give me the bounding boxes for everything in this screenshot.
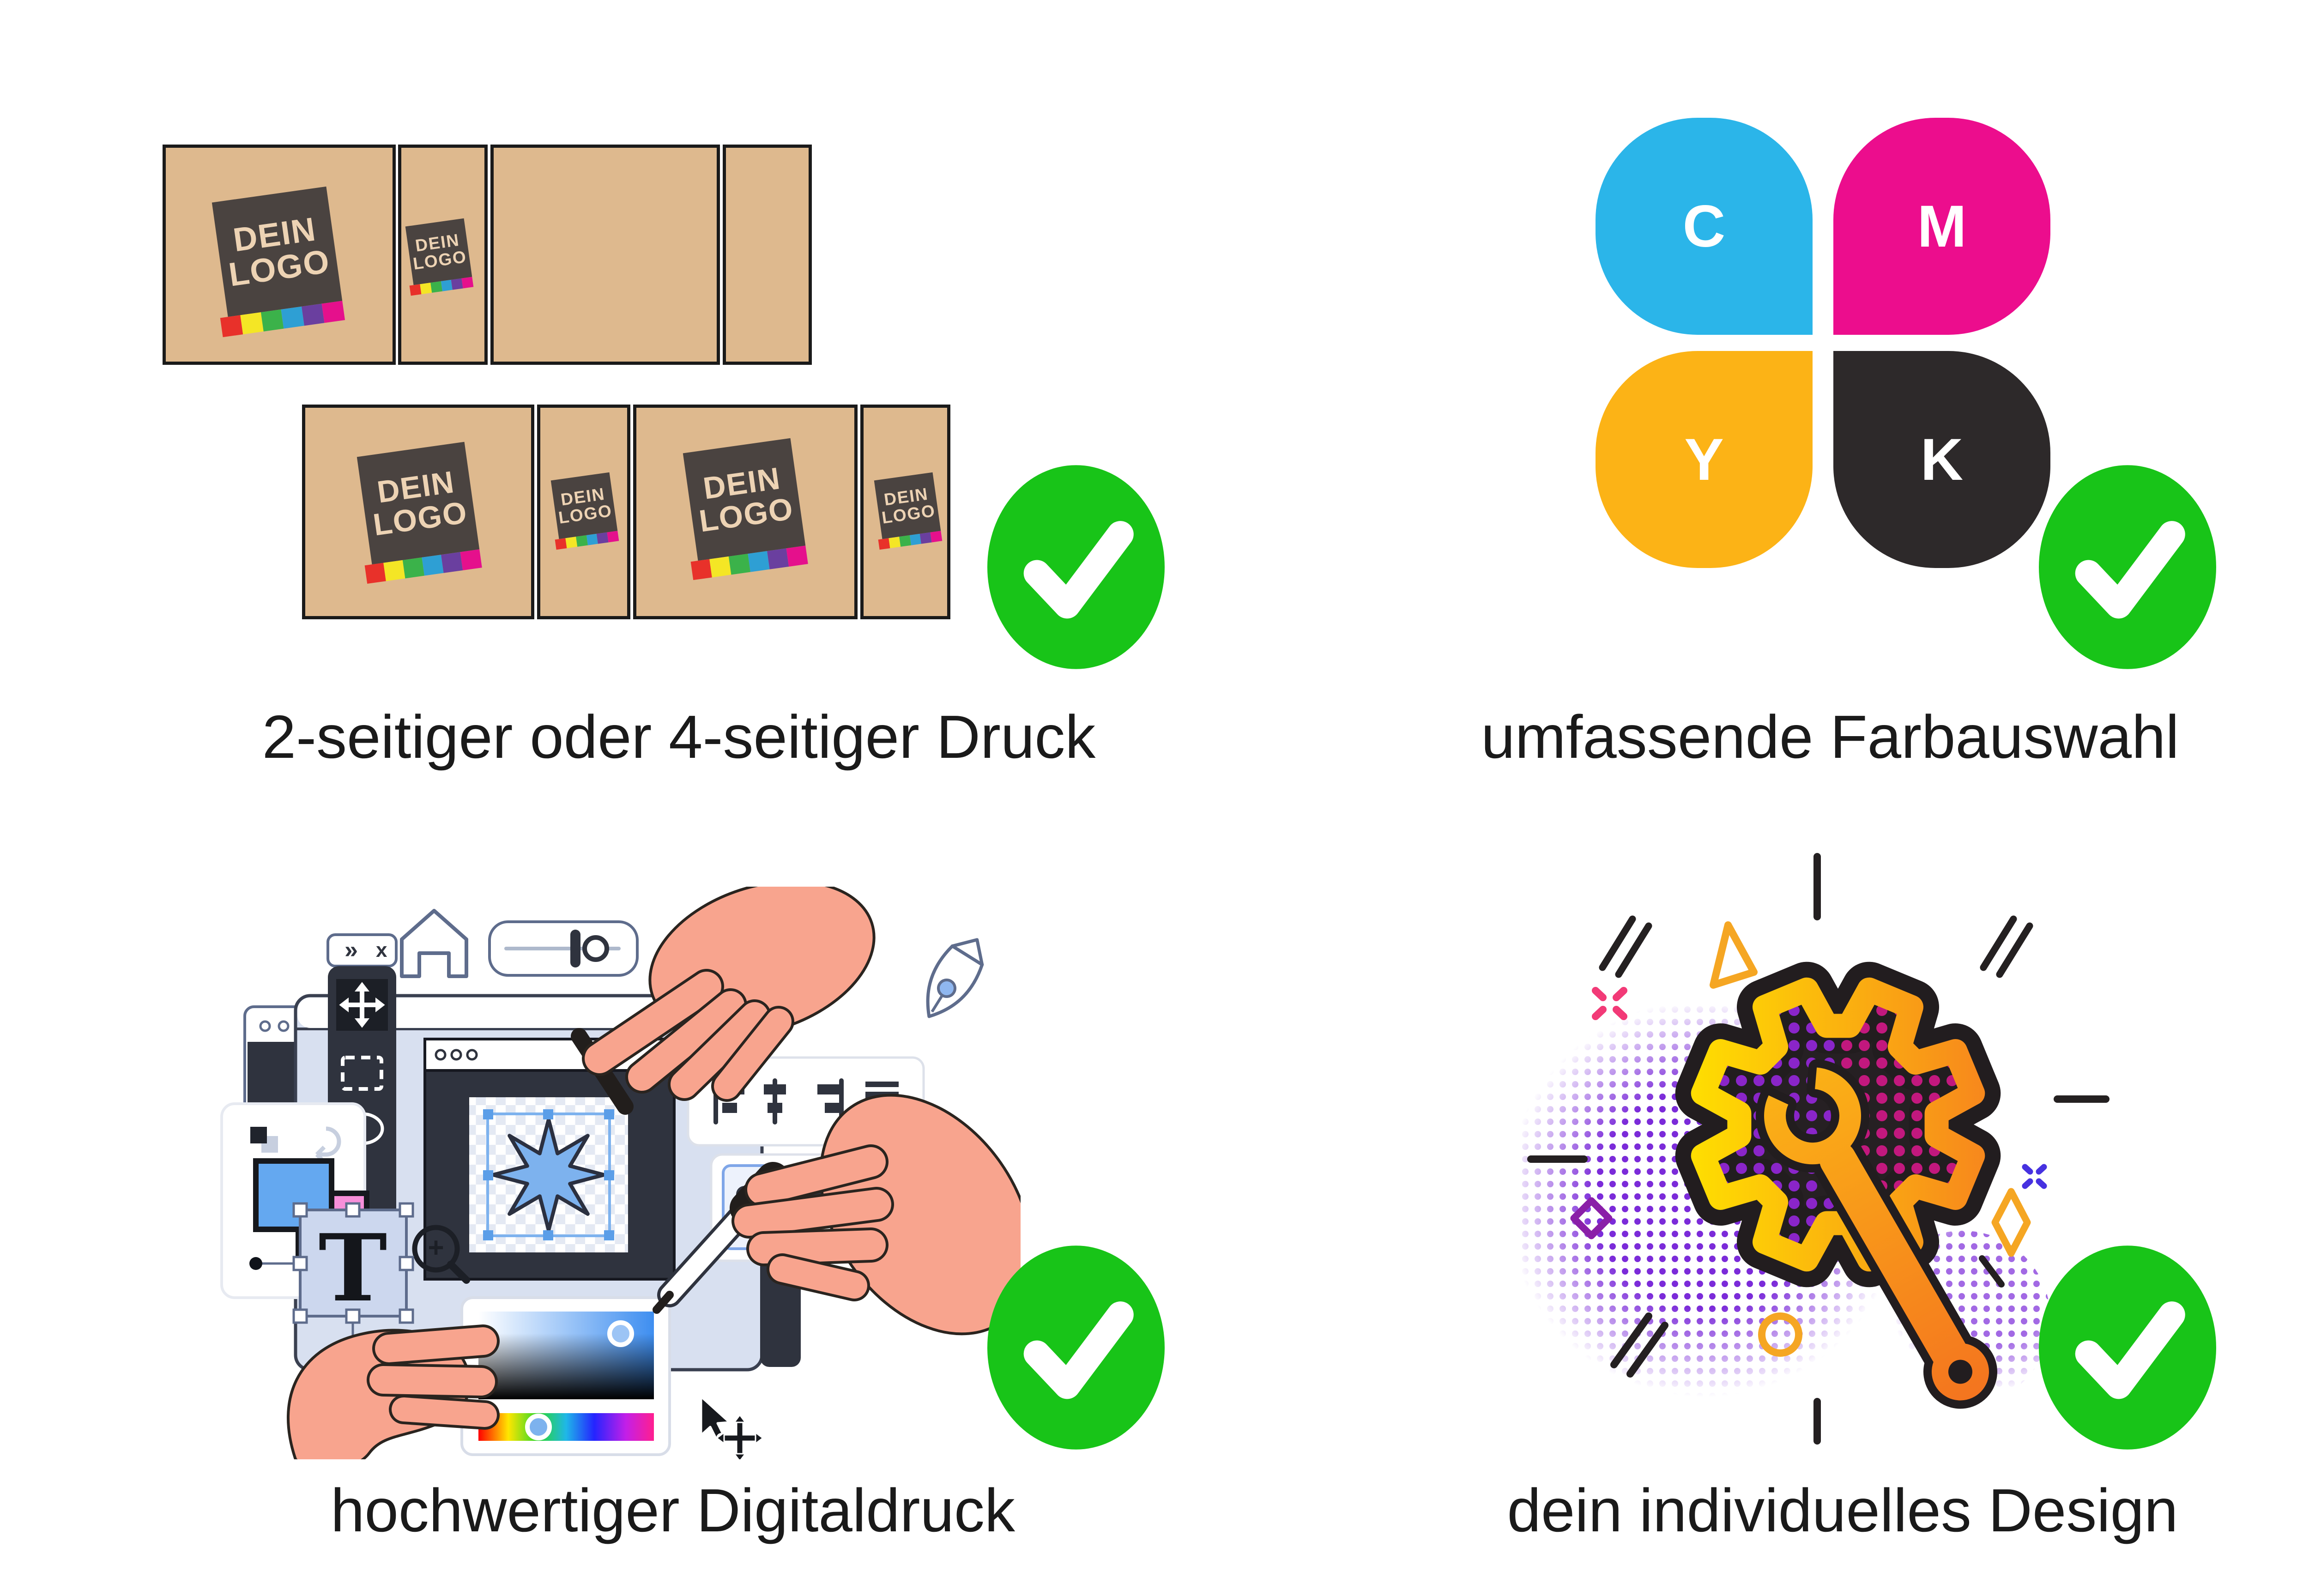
double-slash-bottom-left xyxy=(1610,1312,1668,1378)
collapse-icon: » xyxy=(345,937,358,963)
text-tool-glyph: T xyxy=(319,1214,387,1323)
pink-x-sparkle xyxy=(1592,987,1627,1020)
slider-control xyxy=(488,920,639,977)
text-selection-handles xyxy=(292,1202,414,1324)
yellow-ring xyxy=(1758,1312,1802,1357)
wrench-icon xyxy=(1751,1057,2017,1421)
pen-tool-icon xyxy=(926,938,984,1018)
check-icon xyxy=(2039,465,2216,669)
cmyk-cyan-petal: C xyxy=(1596,118,1813,335)
blue-x-sparkle xyxy=(2022,1164,2047,1189)
move-cursor-icon xyxy=(715,1414,764,1459)
design-tool-illustration: » x xyxy=(220,887,1021,1459)
cmyk-letter: M xyxy=(1917,193,1967,260)
dein-logo: DEIN LOGO xyxy=(874,472,943,550)
caption-print-sides: 2-seitiger oder 4-seitiger Druck xyxy=(262,703,1096,771)
caption-digital-print: hochwertiger Digitaldruck xyxy=(331,1476,1015,1544)
double-slash-top-right xyxy=(1980,915,2033,978)
orange-diamond xyxy=(1991,1188,2031,1257)
dein-logo: DEIN LOGO xyxy=(683,438,808,580)
home-icon xyxy=(400,909,468,978)
zoom-plus-glyph: + xyxy=(428,1232,444,1263)
check-icon xyxy=(2039,1245,2216,1450)
window-dot-icon xyxy=(259,1020,271,1032)
cmyk-letter: Y xyxy=(1684,426,1724,493)
window-dot-icon xyxy=(278,1020,290,1032)
picker-selector xyxy=(607,1320,634,1347)
dein-logo: DEIN LOGO xyxy=(550,472,619,550)
caption-custom-design: dein individuelles Design xyxy=(1507,1476,2178,1544)
cmyk-yellow-petal: Y xyxy=(1596,351,1813,568)
box-panel xyxy=(723,145,812,365)
hue-bar xyxy=(478,1413,654,1441)
cmyk-letter: C xyxy=(1682,193,1726,260)
selection-handles xyxy=(483,1109,614,1240)
dein-logo: DEIN LOGO xyxy=(405,218,474,296)
double-slash-top-left xyxy=(1599,915,1652,978)
check-icon xyxy=(987,465,1165,669)
top-hand xyxy=(571,887,876,1115)
cmyk-flower-icon: C M Y K xyxy=(1596,118,2050,568)
zoom-icon: + xyxy=(412,1225,470,1284)
star-shape xyxy=(491,1118,606,1232)
left-hand xyxy=(287,1324,500,1459)
dein-logo: DEIN LOGO xyxy=(212,186,345,338)
custom-design-illustration xyxy=(1519,853,2110,1445)
box-panel xyxy=(490,145,720,365)
purple-diamond xyxy=(1570,1197,1613,1239)
cmyk-magenta-petal: M xyxy=(1833,118,2050,335)
close-icon: x xyxy=(376,939,387,961)
wrench-hole xyxy=(1948,1360,1972,1384)
yellow-triangle xyxy=(1710,921,1758,989)
cursor-icon xyxy=(700,1395,764,1459)
hue-selector xyxy=(525,1414,552,1440)
move-tool-icon xyxy=(339,982,385,1028)
marquee-tool-icon xyxy=(341,1056,383,1091)
cmyk-letter: K xyxy=(1920,426,1964,493)
dein-logo: DEIN LOGO xyxy=(357,441,482,584)
caption-color-range: umfassende Farbauswahl xyxy=(1481,703,2179,771)
right-hand xyxy=(731,1094,1021,1336)
box-layout-art: DEIN LOGO DEIN LOGO DEIN LOGO DEIN LOGO … xyxy=(157,139,970,628)
cmyk-black-petal: K xyxy=(1833,351,2050,568)
text-tool-selection: T xyxy=(249,1202,414,1364)
color-picker-panel xyxy=(460,1296,671,1456)
slash-bottom-right xyxy=(1979,1255,2005,1288)
check-icon xyxy=(987,1245,1165,1450)
